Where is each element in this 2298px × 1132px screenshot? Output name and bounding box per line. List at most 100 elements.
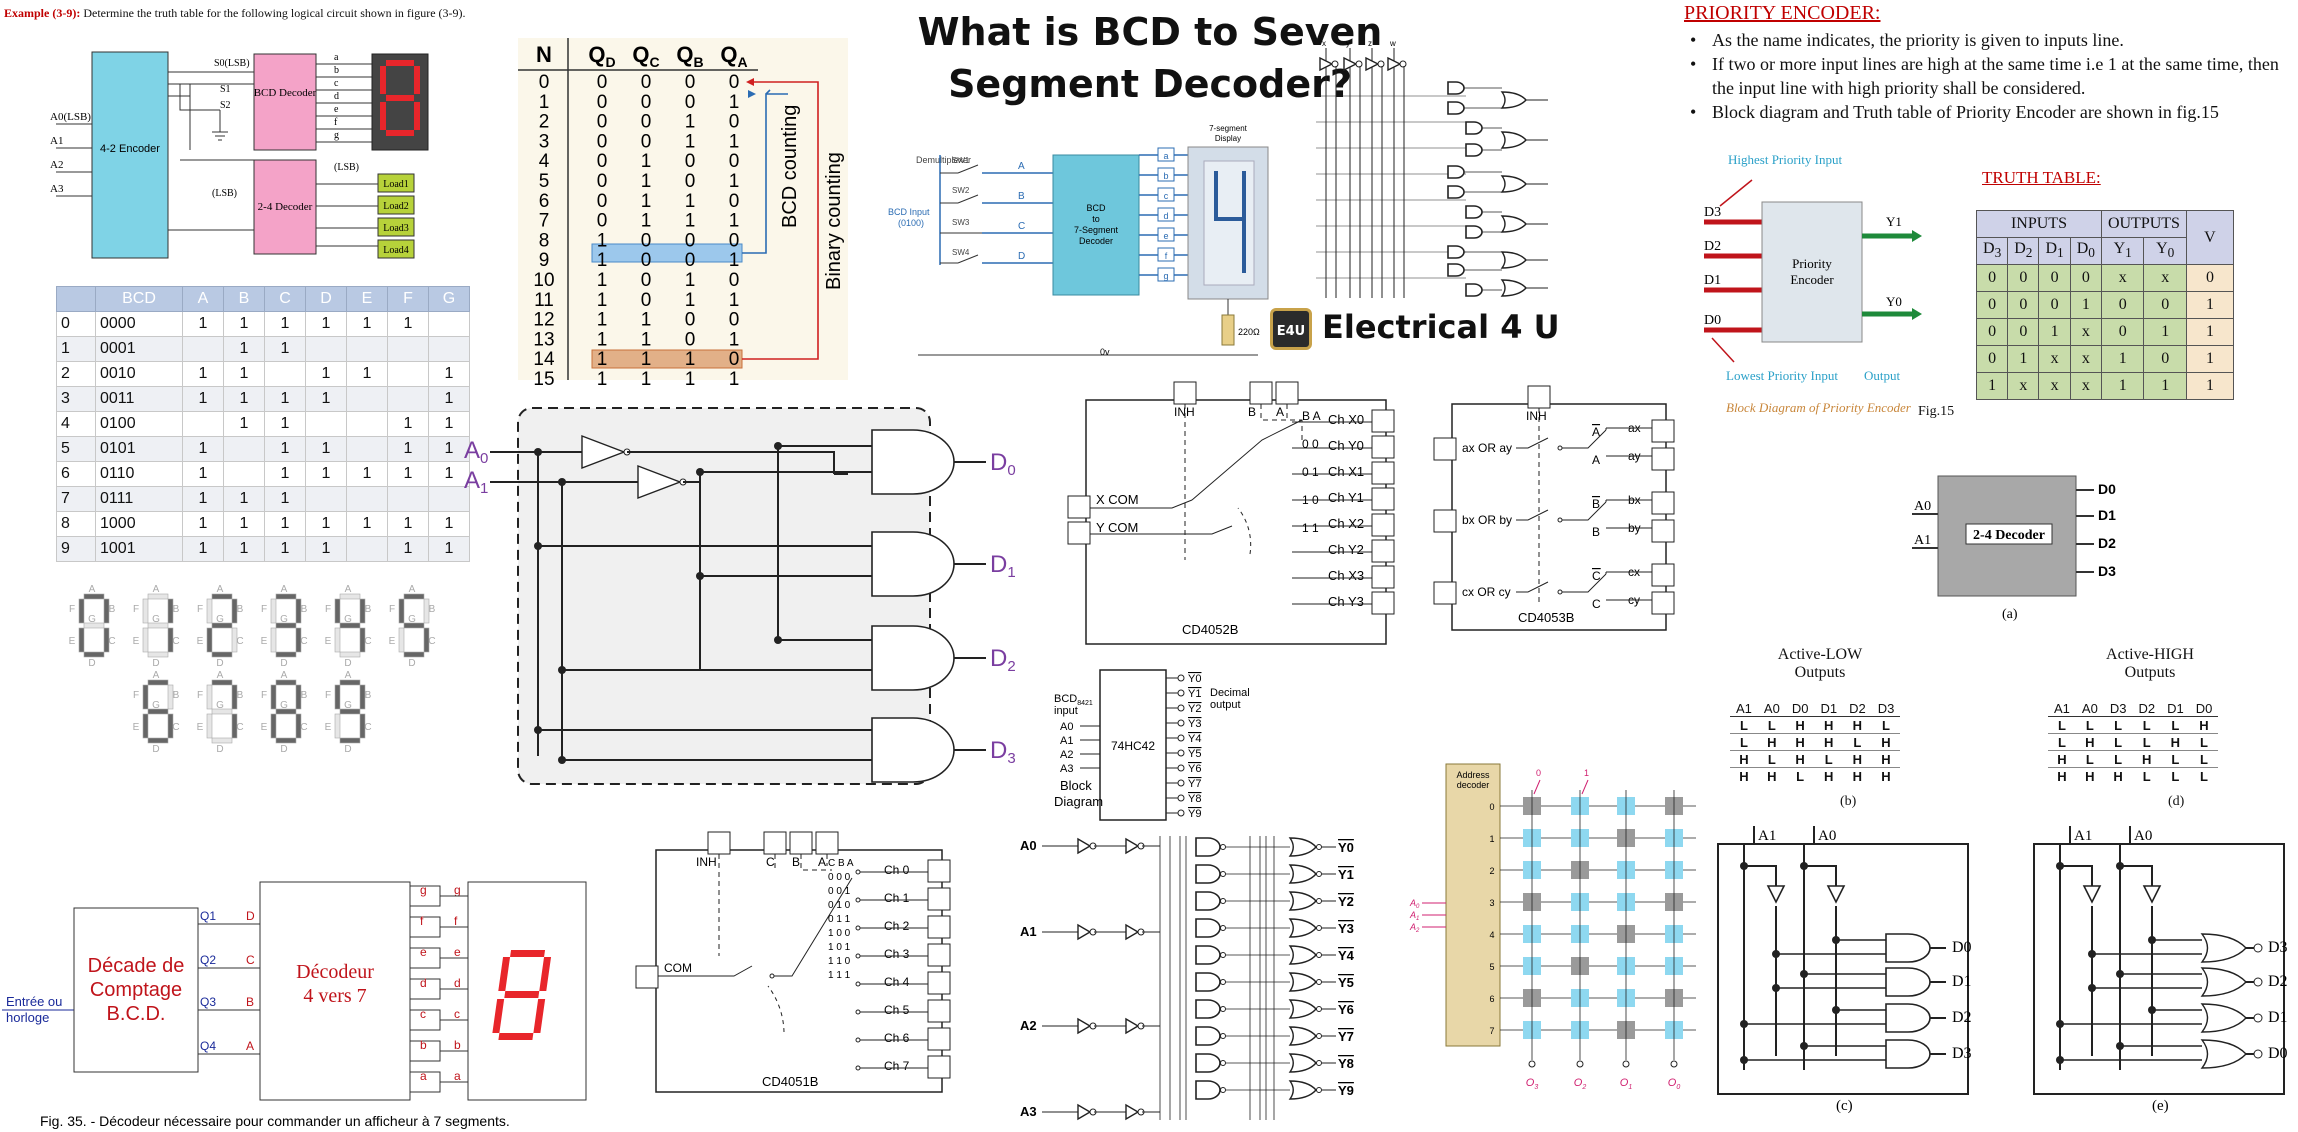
count-cell: 0 — [685, 92, 696, 113]
count-cell: 15 — [533, 369, 554, 390]
count-cell: 1 — [597, 270, 608, 291]
count-cell: 0 — [729, 151, 740, 172]
table-cell — [346, 411, 388, 437]
input-c: C — [1018, 221, 1025, 232]
output-label: O0 — [1668, 1077, 1681, 1091]
table-cell: L — [2103, 750, 2133, 768]
table-cell: 1 — [2143, 318, 2187, 346]
table-cell: 1 — [223, 311, 265, 337]
table-cell: 1 — [264, 511, 306, 537]
channel-label: Ch 1 — [884, 891, 910, 905]
table-cell — [264, 361, 306, 387]
decoder-2-4-label: 2-4 Decoder — [258, 201, 313, 213]
clock-input-1: Entrée ou — [6, 994, 62, 1009]
svg-text:A: A — [281, 670, 288, 681]
svg-text:D1: D1 — [1704, 273, 1721, 288]
count-cell: 0 — [729, 230, 740, 251]
svg-text:BCD: BCD — [1086, 203, 1106, 213]
chip-title: CD4053B — [1518, 610, 1574, 625]
svg-text:a: a — [334, 52, 339, 63]
table-cell: 1 — [2143, 372, 2187, 400]
col-header: D0 — [2189, 700, 2219, 717]
example-text: Determine the truth table for the follow… — [83, 6, 466, 20]
count-cell: 1 — [597, 290, 608, 311]
s1-label: S1 — [220, 84, 231, 95]
svg-text:D: D — [152, 744, 159, 755]
count-cell: 1 — [729, 131, 740, 152]
segment-letters: a b c d e f g — [334, 52, 339, 141]
display-label-2: Display — [1215, 134, 1241, 143]
svg-text:d: d — [454, 976, 461, 990]
table-cell: H — [2103, 767, 2133, 784]
and-gate-icon — [1195, 837, 1221, 857]
count-cell: 1 — [685, 112, 696, 133]
svg-text:e: e — [420, 945, 427, 959]
table-cell: 1 — [264, 411, 306, 437]
count-cell: 0 — [641, 250, 652, 271]
svg-text:4: 4 — [1489, 930, 1494, 940]
priority-col-header: D3 — [1975, 237, 2009, 265]
output-a: a — [1163, 151, 1168, 161]
table-cell: 1 — [182, 461, 224, 487]
select-code: 1 0 1 — [828, 942, 851, 953]
svg-text:D: D — [216, 658, 223, 669]
svg-text:F: F — [133, 604, 139, 615]
table-cell — [223, 461, 265, 487]
inh-label: INH — [1174, 405, 1195, 419]
decoder-output: D2 — [2268, 973, 2288, 990]
svg-text:A: A — [217, 584, 224, 595]
output-label: Y7 — [1338, 1029, 1354, 1044]
not-gate-icon — [637, 464, 682, 500]
digit-8-icon — [492, 950, 552, 1040]
table-cell: L — [1730, 716, 1758, 734]
svg-text:D: D — [88, 658, 95, 669]
not-gate-icon — [1077, 837, 1092, 855]
svg-text:g: g — [454, 883, 461, 897]
table-cell — [305, 411, 347, 437]
table-cell: 0 — [2100, 318, 2145, 346]
table-cell: x — [2100, 264, 2145, 292]
table-cell: 1 — [264, 436, 306, 462]
address-input: A2 — [1409, 922, 1420, 934]
seven-segment-digits: ABCDEFGABCDEFGABCDEFGABCDEFGABCDEFGABCDE… — [69, 584, 436, 755]
output-label: Y9 — [1338, 1083, 1354, 1098]
svg-text:C: C — [364, 722, 371, 733]
svg-text:e: e — [334, 104, 339, 115]
table-cell: 1 — [428, 511, 470, 537]
table-cell: L — [2132, 767, 2162, 784]
svg-text:A: A — [818, 855, 826, 869]
table-cell: H — [2075, 733, 2104, 751]
bcd-counting-label: BCD counting — [779, 105, 801, 228]
svg-text:B: B — [173, 604, 180, 615]
count-cell: 0 — [685, 151, 696, 172]
inh-label: INH — [696, 855, 717, 869]
demux-label: Demultiplexer — [916, 155, 971, 165]
input-a1: A1 — [464, 467, 488, 497]
svg-text:G: G — [408, 614, 416, 625]
count-cell: 13 — [533, 329, 554, 350]
table-cell: 1 — [223, 511, 265, 537]
v-header: V — [2185, 210, 2234, 265]
count-cell: 0 — [729, 72, 740, 93]
output-label: Y0 — [1188, 673, 1201, 685]
svg-text:F: F — [389, 604, 395, 615]
count-cell: 1 — [729, 171, 740, 192]
or-gate-icon — [2200, 1039, 2247, 1069]
table-cell — [387, 386, 429, 412]
table-cell: 1 — [428, 436, 470, 462]
table-cell: 0011 — [95, 386, 183, 412]
table-cell: 1 — [223, 411, 265, 437]
common-label: bx OR by — [1462, 513, 1512, 527]
and-gate-icon — [1195, 1080, 1221, 1100]
input-a3: A3 — [50, 183, 64, 195]
